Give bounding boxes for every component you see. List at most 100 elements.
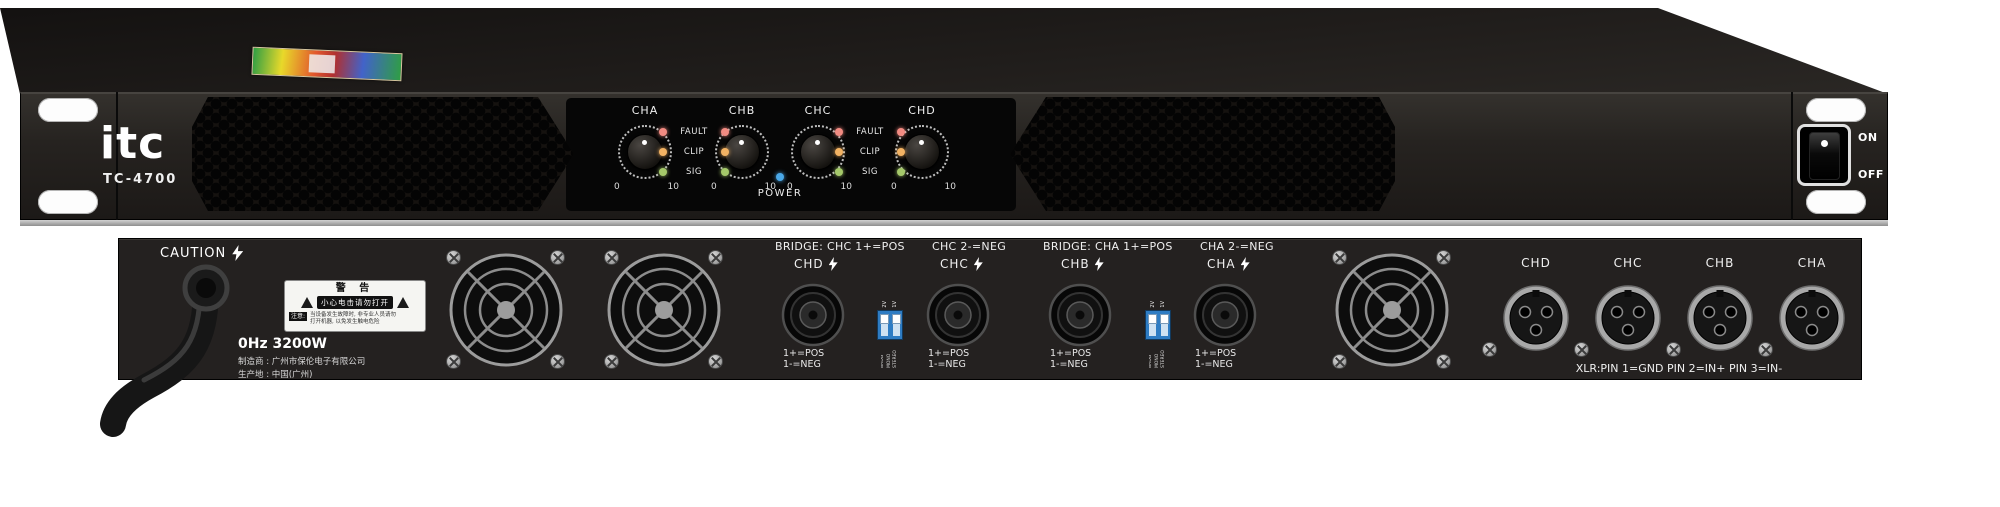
screw-icon [1666, 342, 1681, 357]
dip-switch-block[interactable] [877, 310, 903, 340]
bridge-note: BRIDGE: CHC 1+=POS [775, 240, 905, 253]
left-ear-divider [116, 92, 118, 220]
channel-chc: CHC 0 10 [787, 104, 852, 192]
sensitivity-mode-dip-2[interactable]: 2V 1V BRDG MONO STEREO [1140, 288, 1176, 368]
screw-icon [708, 250, 723, 265]
xlr-input-chb [1687, 285, 1753, 351]
output-label-chd: CHD [794, 257, 838, 271]
speakon-output-chc [926, 283, 990, 347]
screw-icon [1436, 250, 1451, 265]
gain-knob-chd[interactable]: 0 10 [891, 125, 956, 192]
right-ear-divider [1791, 92, 1793, 220]
switch-labels: ON OFF [1858, 131, 1884, 181]
scale-max: 10 [667, 182, 679, 192]
channel-label: CHD [908, 104, 936, 117]
sensitivity-mode-dip-1[interactable]: 2V 1V BRDG MONO STEREO [872, 288, 908, 368]
dip-slider[interactable] [1159, 314, 1169, 336]
scale-min: 0 [711, 182, 717, 192]
gain-knob-cha[interactable]: 0 10 [614, 125, 679, 192]
shock-warning-text: 小心电击请勿打开 [317, 296, 393, 309]
rocker [1809, 132, 1840, 180]
off-label: OFF [1858, 168, 1884, 181]
dip-slider[interactable] [891, 314, 901, 336]
fault-led [721, 128, 729, 136]
dip-switch-block[interactable] [1145, 310, 1171, 340]
warning-triangle-icon [301, 297, 313, 308]
screw-icon [1332, 354, 1347, 369]
power-rocker-switch[interactable] [1797, 124, 1851, 186]
rack-ear-slot [38, 98, 98, 122]
speakon-output-cha [1193, 283, 1257, 347]
clip-led [835, 148, 843, 156]
clip-label: CLIP [683, 147, 705, 157]
fan-grille [1335, 253, 1449, 367]
channel-chd: CHD 0 10 [891, 104, 956, 192]
knob-cap [627, 134, 663, 170]
model-label: TC-4700 [103, 172, 178, 187]
xlr-input-chd [1503, 285, 1569, 351]
rack-ear-slot [1806, 190, 1866, 214]
fault-label: FAULT [680, 127, 708, 137]
clip-led [897, 148, 905, 156]
high-voltage-bolt-icon [828, 257, 838, 271]
knob-pointer [739, 140, 744, 145]
speakon-output-chb [1048, 283, 1112, 347]
rocker-dot [1821, 140, 1828, 147]
knob-cap [724, 134, 760, 170]
channel-cha: CHA 0 10 [614, 104, 679, 192]
fault-label: FAULT [856, 127, 884, 137]
note-label: 注意: [289, 312, 308, 321]
screw-icon [708, 354, 723, 369]
dip-label: BRDG [1149, 354, 1154, 368]
rack-ear-slot [38, 190, 98, 214]
sig-label: SIG [862, 167, 878, 177]
front-top-surface [0, 8, 1888, 94]
scale-max: 10 [944, 182, 956, 192]
dip-label: STEREO [1161, 350, 1167, 368]
bridge-note: BRIDGE: CHA 1+=POS [1043, 240, 1173, 253]
screw-icon [1482, 342, 1497, 357]
screw-icon [1574, 342, 1589, 357]
dip-slider[interactable] [1147, 314, 1157, 336]
xlr-input-chc [1595, 285, 1661, 351]
power-cord [100, 264, 230, 437]
fan-grille [607, 253, 721, 367]
scale-min: 0 [614, 182, 620, 192]
brand-logo: itc [100, 118, 166, 169]
power-indicator: POWER [752, 166, 808, 199]
knob-cap [904, 134, 940, 170]
high-voltage-bolt-icon [1240, 257, 1250, 271]
clip-label: CLIP [859, 147, 881, 157]
screw-icon [604, 354, 619, 369]
warning-title: 警 告 [335, 283, 375, 294]
sig-led [835, 168, 843, 176]
gain-knob-chc[interactable]: 0 10 [787, 125, 852, 192]
scale-min: 0 [891, 182, 897, 192]
channel-chb: CHB 0 10 [711, 104, 776, 192]
warning-sticker: 警 告 小心电击请勿打开 注意: 当设备发生故障时, 非专业人员请勿 打开机器,… [284, 280, 426, 332]
high-voltage-bolt-icon [232, 245, 244, 261]
sig-led [897, 168, 905, 176]
screw-icon [446, 250, 461, 265]
on-label: ON [1858, 131, 1878, 144]
xlr-label-chb: CHB [1705, 256, 1735, 270]
speakon-output-chd [781, 283, 845, 347]
fan-grille [449, 253, 563, 367]
manufacturer-line: 制造商 : 广州市保伦电子有限公司 [238, 357, 366, 367]
screw-icon [1436, 354, 1451, 369]
rack-ear-slot [1806, 98, 1866, 122]
output-label-chc: CHC [940, 257, 983, 271]
screw-icon [550, 354, 565, 369]
origin-line: 生产地 : 中国(广州) [238, 369, 313, 380]
xlr-label-chd: CHD [1521, 256, 1551, 270]
xlr-pinout-note: XLR:PIN 1=GND PIN 2=IN+ PIN 3=IN- [1575, 362, 1783, 375]
knob-scale-ticks [715, 125, 769, 179]
power-rating-label: 0Hz 3200W [238, 336, 327, 352]
dip-slider[interactable] [879, 314, 889, 336]
xlr-input-cha [1779, 285, 1845, 351]
bridge-note: CHA 2-=NEG [1200, 240, 1274, 253]
output-label-cha: CHA [1207, 257, 1250, 271]
